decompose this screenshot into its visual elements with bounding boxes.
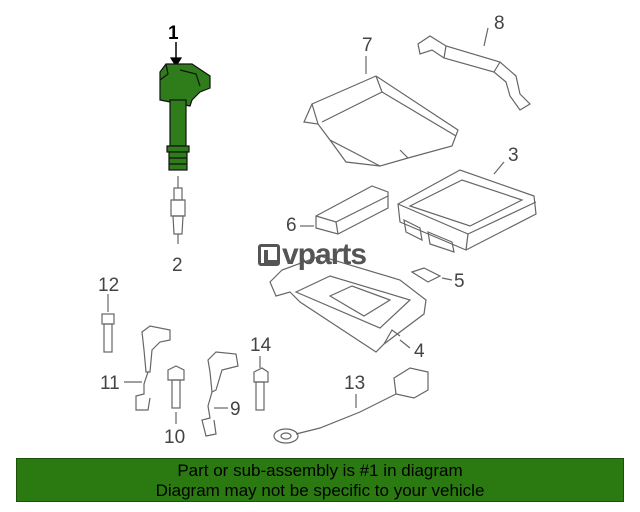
callout-5: 5 bbox=[454, 271, 465, 292]
callout-9: 9 bbox=[230, 399, 241, 420]
spark-plug-part-2[interactable] bbox=[170, 176, 186, 244]
callout-7: 7 bbox=[362, 35, 373, 56]
callout-14: 14 bbox=[250, 335, 272, 356]
sensor-part-9[interactable] bbox=[201, 351, 239, 437]
bracket-part-8[interactable] bbox=[417, 27, 531, 111]
sensor-part-11[interactable] bbox=[124, 325, 171, 411]
callout-3: 3 bbox=[508, 145, 519, 166]
callout-11: 11 bbox=[100, 373, 120, 394]
callout-8: 8 bbox=[494, 13, 505, 34]
module-part-6[interactable] bbox=[300, 185, 389, 235]
tray-part-4[interactable] bbox=[269, 255, 427, 353]
vparts-logo: vparts bbox=[258, 238, 367, 271]
ecu-part-3[interactable] bbox=[397, 161, 537, 253]
callout-10: 10 bbox=[164, 427, 186, 448]
knock-sensor-part-13[interactable] bbox=[273, 367, 429, 444]
cover-part-7[interactable] bbox=[303, 56, 459, 167]
logo-mark-icon bbox=[258, 244, 280, 266]
callout-6: 6 bbox=[286, 215, 297, 236]
callout-12: 12 bbox=[98, 275, 120, 296]
callout-13: 13 bbox=[344, 373, 366, 394]
logo-text: vparts bbox=[282, 238, 367, 271]
callout-1: 1 bbox=[168, 23, 179, 44]
bolt-part-10[interactable] bbox=[167, 365, 185, 424]
parts-diagram bbox=[101, 27, 537, 444]
plate-part-5[interactable] bbox=[410, 267, 453, 283]
callout-4: 4 bbox=[414, 341, 425, 362]
bolt-part-12[interactable] bbox=[101, 294, 115, 353]
banner-line-2: Diagram may not be specific to your vehi… bbox=[155, 481, 485, 500]
bolt-part-14[interactable] bbox=[253, 356, 269, 411]
info-banner: Part or sub-assembly is #1 in diagram Di… bbox=[16, 458, 624, 502]
callout-2: 2 bbox=[172, 255, 183, 276]
banner-line-1: Part or sub-assembly is #1 in diagram bbox=[177, 461, 463, 480]
ignition-coil-part-1[interactable] bbox=[159, 42, 211, 171]
